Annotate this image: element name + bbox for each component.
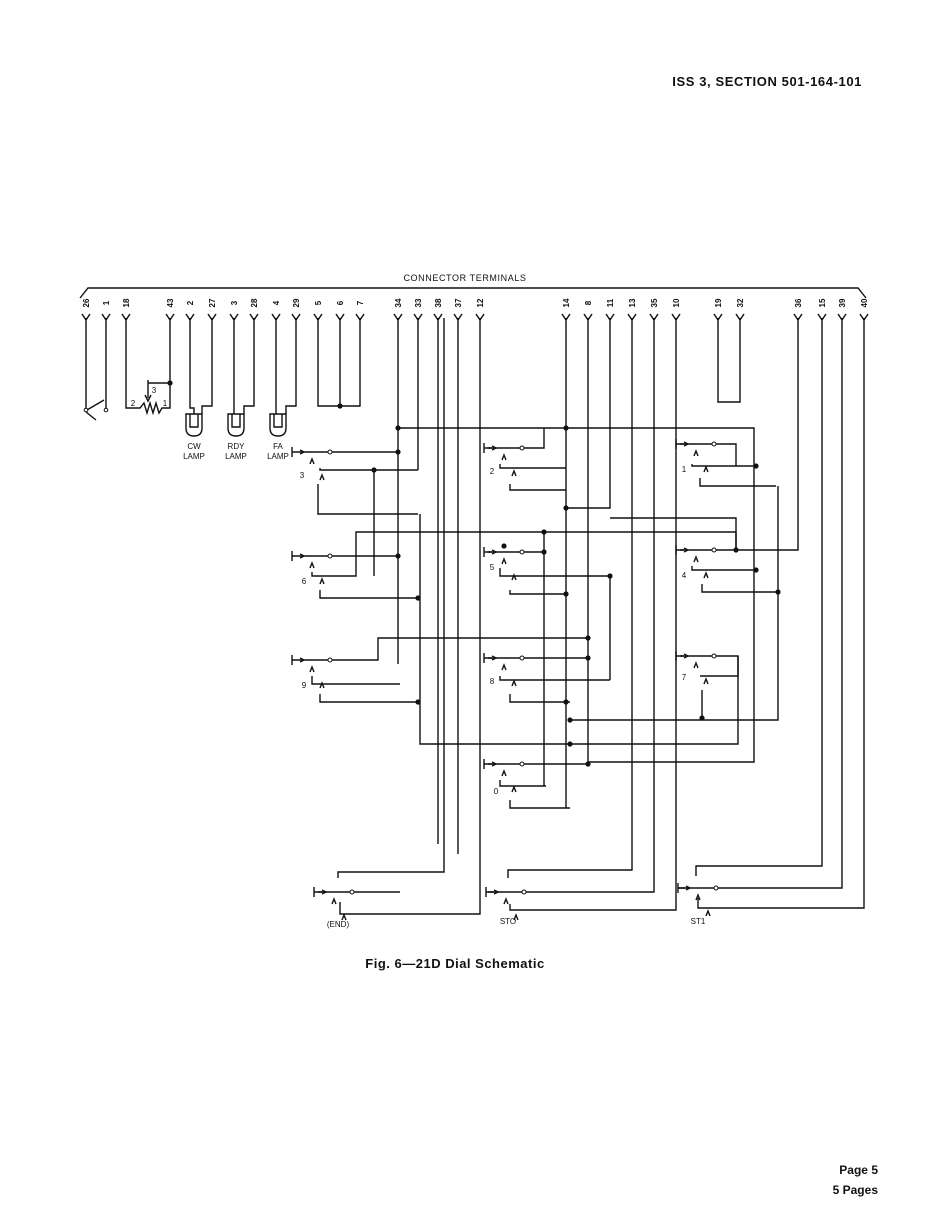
pot-label-1: 1 (163, 399, 168, 408)
contact-label-4: 4 (682, 571, 687, 580)
pot-label-3: 3 (152, 386, 157, 395)
terminal-label-2: 2 (186, 300, 195, 305)
terminal-bracket (80, 288, 866, 298)
terminal-labels: 26 1 18 43 2 27 3 28 4 29 5 6 7 34 33 38 37 12 14 8 11 13 35 10… (82, 298, 869, 307)
terminal-label-28: 28 (250, 298, 259, 307)
contact-label-7: 7 (682, 673, 687, 682)
terminal-label-18: 18 (122, 298, 131, 307)
lamp-rdy-line2: LAMP (225, 452, 247, 461)
terminal-label-29: 29 (292, 298, 301, 307)
contact-label-6: 6 (302, 577, 307, 586)
terminal-label-35: 35 (650, 298, 659, 307)
terminal-label-6: 6 (336, 300, 345, 305)
terminal-label-34: 34 (394, 298, 403, 307)
contact-label-5: 5 (490, 563, 495, 572)
terminal-label-13: 13 (628, 298, 637, 307)
terminal-label-12: 12 (476, 298, 485, 307)
page-number: Page 5 (839, 1163, 878, 1177)
junction-dots (167, 380, 780, 766)
contact-label-end: (END) (327, 920, 350, 929)
terminal-label-40: 40 (860, 298, 869, 307)
terminal-label-11: 11 (606, 298, 615, 307)
terminal-label-1: 1 (102, 300, 111, 305)
terminal-label-32: 32 (736, 298, 745, 307)
rdy-lamp-icon (228, 414, 244, 436)
contact-label-st1: ST1 (691, 917, 706, 926)
terminal-label-33: 33 (414, 298, 423, 307)
page-count: 5 Pages (833, 1183, 878, 1197)
contact-label-2: 2 (490, 467, 495, 476)
terminal-label-4: 4 (272, 300, 281, 305)
terminal-label-8: 8 (584, 300, 593, 305)
terminal-label-14: 14 (562, 298, 571, 307)
wiring (190, 318, 864, 914)
terminal-label-27: 27 (208, 298, 217, 307)
contact-label-0: 0 (494, 787, 499, 796)
lamp-rdy-line1: RDY (228, 442, 246, 451)
terminal-label-36: 36 (794, 298, 803, 307)
cw-lamp-icon (186, 414, 202, 436)
connector-terminals-label: CONNECTOR TERMINALS (403, 273, 526, 283)
terminal-label-37: 37 (454, 298, 463, 307)
terminal-label-3: 3 (230, 300, 239, 305)
figure-caption-text: Fig. 6—21D Dial Schematic (365, 956, 544, 971)
pot-label-2: 2 (131, 399, 136, 408)
terminal-label-43: 43 (166, 298, 175, 307)
terminal-label-38: 38 (434, 298, 443, 307)
contact-label-8: 8 (490, 677, 495, 686)
terminal-label-26: 26 (82, 298, 91, 307)
lamp-cw-line1: CW (187, 442, 201, 451)
contact-label-sto: STO (500, 917, 516, 926)
contact-label-1: 1 (682, 465, 687, 474)
lamp-fa-line1: FA (273, 442, 283, 451)
terminal-label-39: 39 (838, 298, 847, 307)
lamp-cw-line2: LAMP (183, 452, 205, 461)
terminal-forks (82, 314, 868, 320)
fa-lamp-icon (270, 414, 286, 436)
terminal-label-15: 15 (818, 298, 827, 307)
switch-icon (84, 318, 108, 420)
contact-label-9: 9 (302, 681, 307, 690)
lamp-fa-line2: LAMP (267, 452, 289, 461)
terminal-label-5: 5 (314, 300, 323, 305)
figure-caption: Fig. 6—21D Dial Schematic (0, 956, 950, 971)
terminal-label-7: 7 (356, 300, 365, 305)
terminal-label-10: 10 (672, 298, 681, 307)
contact-label-3: 3 (300, 471, 305, 480)
terminal-label-19: 19 (714, 298, 723, 307)
